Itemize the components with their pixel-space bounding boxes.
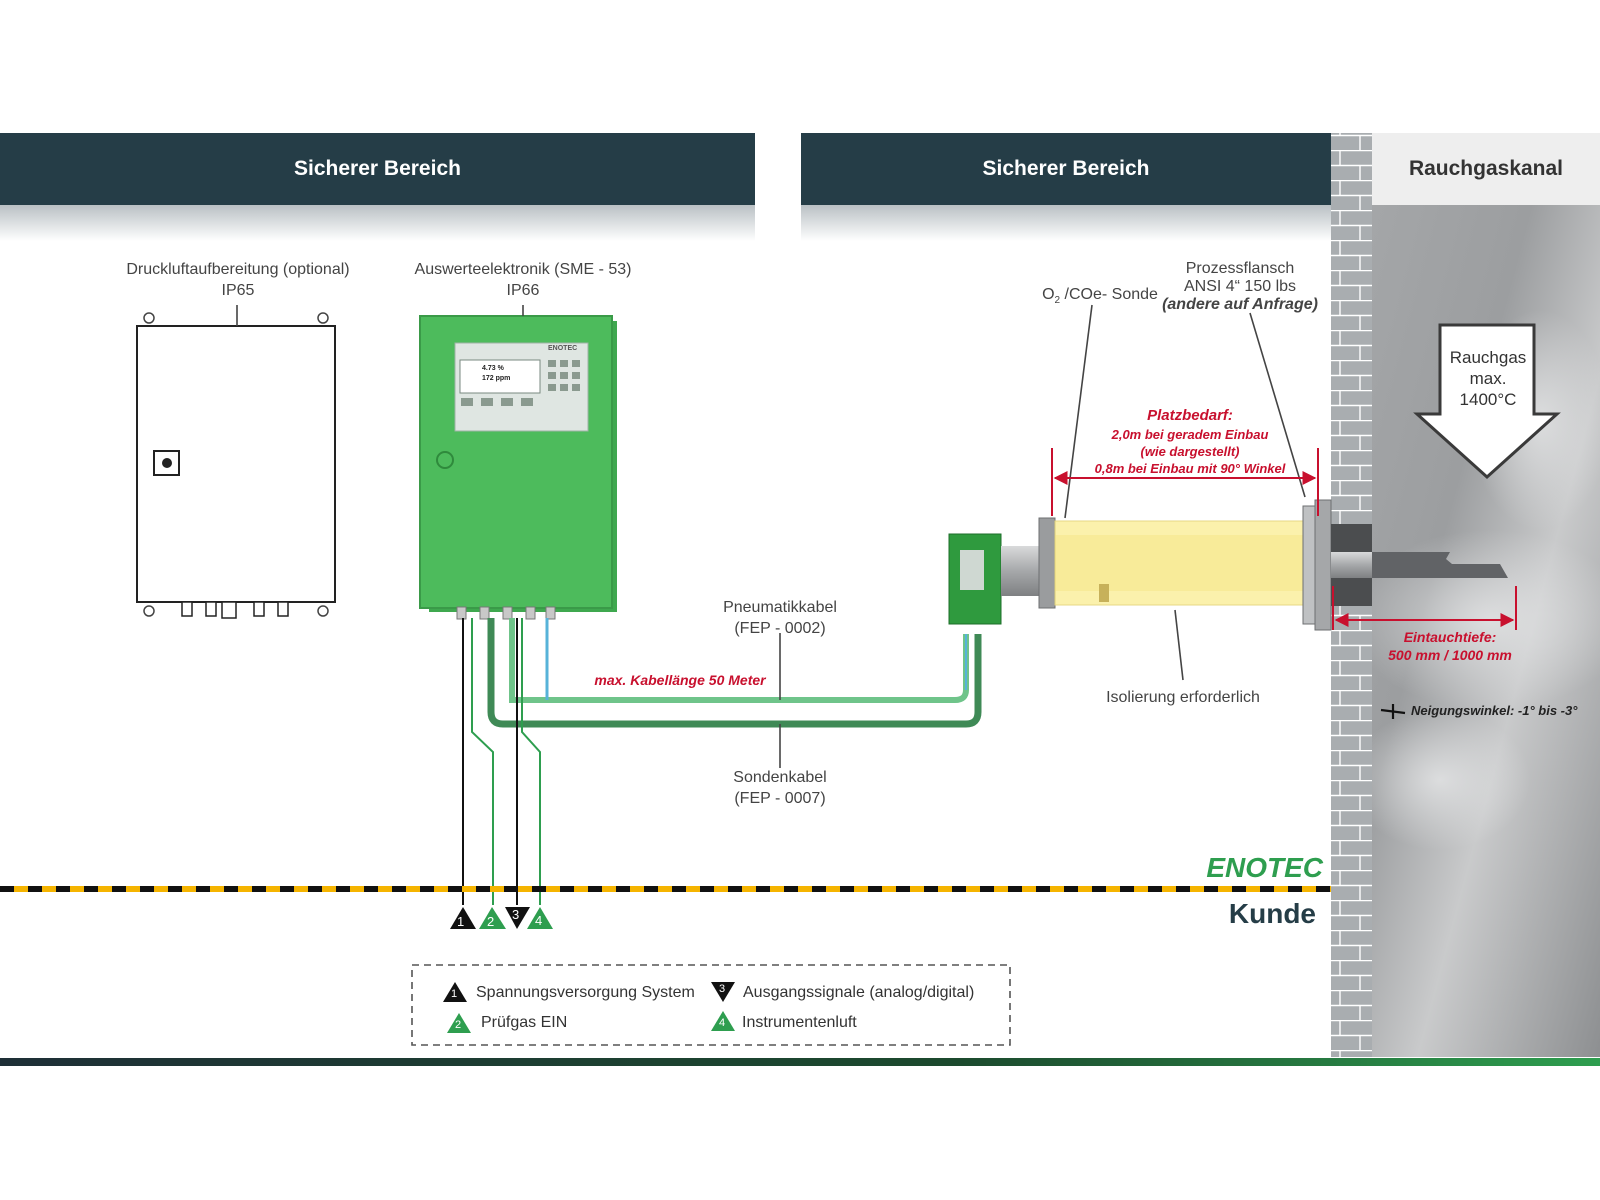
bottom-bar: [0, 1058, 1600, 1066]
legend-item-2: Prüfgas EIN: [481, 1014, 568, 1031]
legend-item-4: Instrumentenluft: [742, 1014, 857, 1031]
cables: [462, 618, 982, 905]
safe-area-header-left: Sicherer Bereich: [0, 133, 755, 205]
compressed-air-rating: IP65: [221, 282, 255, 299]
enotec-side-label: ENOTEC: [1206, 852, 1323, 883]
incline-label: Neigungswinkel: -1° bis -3°: [1411, 703, 1578, 718]
insulation-label: Isolierung erforderlich: [1106, 689, 1260, 706]
flue-gas-label: Rauchgas max. 1400°C: [1449, 348, 1527, 409]
header-shadow-left: [0, 205, 755, 241]
probe-assembly: [948, 499, 1508, 631]
header-shadow-right: [801, 205, 1331, 241]
pneumatic-cable-line1: Pneumatikkabel: [723, 599, 837, 616]
marker-3: 3: [512, 907, 520, 922]
flange-line3: (andere auf Anfrage): [1162, 296, 1318, 313]
legend-item-3: Ausgangssignale (analog/digital): [743, 984, 975, 1001]
flue-duct-header: Rauchgaskanal: [1372, 133, 1600, 205]
boundary-hazard-line: [0, 886, 1331, 892]
evaluation-unit-label: Auswerteelektronik (SME - 53) IP66: [373, 259, 673, 301]
legend-item-1: Spannungsversorgung System: [476, 984, 695, 1001]
safe-area-title-left: Sicherer Bereich: [294, 157, 461, 180]
display-line-2: 172 ppm: [482, 375, 511, 382]
legend-num-2: 2: [455, 1019, 462, 1031]
instrument-air-line: [521, 618, 541, 905]
flue-duct-title: Rauchgaskanal: [1408, 157, 1564, 180]
compressed-air-title: Druckluftaufbereitung (optional): [126, 261, 350, 278]
max-cable-length: max. Kabellänge 50 Meter: [594, 672, 766, 688]
immersion-depth: Eintauchtiefe: 500 mm / 1000 mm: [1388, 629, 1512, 663]
marker-2: 2: [487, 914, 495, 929]
legend-box: [411, 964, 1011, 1046]
safe-area-title-right: Sicherer Bereich: [982, 157, 1150, 180]
evaluation-unit-title: Auswerteelektronik (SME - 53): [414, 261, 632, 278]
compressed-air-cabinet: [136, 312, 336, 619]
marker-1: 1: [457, 914, 465, 929]
incline-icon: [1380, 704, 1406, 719]
probe-cable: [487, 618, 982, 728]
customer-side-label: Kunde: [1228, 898, 1316, 929]
space-title: Platzbedarf:: [1147, 407, 1233, 424]
device-brand: ENOTEC: [548, 345, 578, 352]
test-gas-line: [471, 618, 494, 905]
compressed-air-label: Druckluftaufbereitung (optional) IP65: [88, 259, 388, 301]
pneumatic-cable: [509, 618, 969, 703]
evaluation-unit: [419, 315, 617, 620]
flange-label: Prozessflansch ANSI 4“ 150 lbs (andere a…: [1125, 260, 1355, 314]
probe-cable-label: Sondenkabel (FEP - 0007): [695, 767, 865, 809]
evaluation-unit-rating: IP66: [506, 282, 540, 299]
probe-label: O2 /COe- Sonde: [1042, 286, 1158, 307]
probe-cable-line2: (FEP - 0007): [734, 790, 826, 807]
pneumatic-cable-line2: (FEP - 0002): [734, 620, 826, 637]
pneumatic-cable-label: Pneumatikkabel (FEP - 0002): [695, 597, 865, 639]
safe-area-header-right: Sicherer Bereich: [801, 133, 1331, 205]
probe-cable-line1: Sondenkabel: [733, 769, 827, 786]
flange-line1: Prozessflansch: [1185, 260, 1295, 277]
legend-num-1: 1: [451, 988, 458, 1000]
legend-num-4: 4: [719, 1017, 726, 1029]
marker-4: 4: [535, 913, 543, 928]
display-line-1: 4.73 %: [482, 365, 504, 372]
flange-line2: ANSI 4“ 150 lbs: [1183, 278, 1297, 295]
connection-markers: [450, 907, 553, 929]
legend-markers: [443, 982, 735, 1033]
flue-duct-header-bg: [1372, 133, 1600, 205]
space-details: 2,0m bei geradem Einbau (wie dargestellt…: [1094, 427, 1286, 476]
legend-num-3: 3: [719, 983, 726, 995]
flue-gas-arrow: [1413, 323, 1561, 480]
